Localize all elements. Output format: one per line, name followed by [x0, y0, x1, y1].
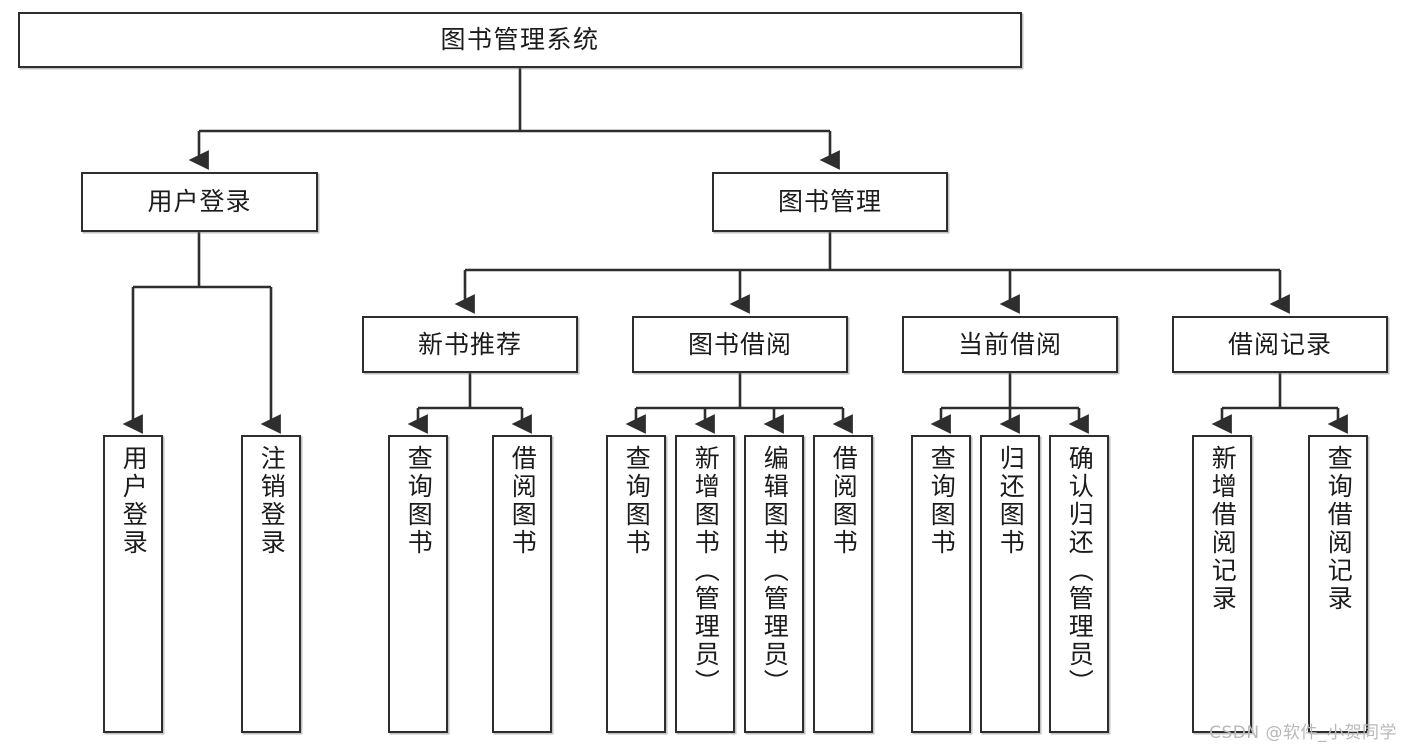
leaf-new-book-borrow-book[interactable]: 借阅图书	[492, 435, 552, 733]
node-label: 新增借阅记录	[1208, 445, 1238, 613]
node-current-borrow[interactable]: 当前借阅	[902, 316, 1118, 373]
leaf-book-borrow-borrow-book[interactable]: 借阅图书	[813, 435, 873, 733]
node-label: 借阅图书	[829, 445, 859, 557]
node-label: 新书推荐	[417, 329, 522, 359]
node-label: 查询图书	[927, 445, 957, 557]
node-label: 查询借阅记录	[1324, 445, 1354, 613]
leaf-book-borrow-query-book[interactable]: 查询图书	[606, 435, 666, 733]
node-root-book-management-system[interactable]: 图书管理系统	[18, 12, 1022, 68]
leaf-book-borrow-add-book-admin[interactable]: 新增图书（管理员）	[675, 435, 735, 733]
node-label: 新增图书（管理员）	[691, 445, 721, 697]
leaf-new-book-query-book[interactable]: 查询图书	[388, 435, 448, 733]
node-label: 图书管理	[777, 187, 882, 217]
node-book-borrow[interactable]: 图书借阅	[632, 316, 848, 373]
node-new-book-recommend[interactable]: 新书推荐	[362, 316, 578, 373]
leaf-user-login-login[interactable]: 用户登录	[103, 435, 163, 733]
leaf-borrow-record-add-record[interactable]: 新增借阅记录	[1192, 435, 1252, 733]
node-label: 借阅记录	[1227, 329, 1332, 359]
leaf-current-borrow-confirm-return-admin[interactable]: 确认归还（管理员）	[1049, 435, 1109, 733]
node-label: 确认归还（管理员）	[1065, 445, 1095, 697]
node-label: 归还图书	[996, 445, 1026, 557]
node-label: 图书借阅	[687, 329, 792, 359]
node-label: 当前借阅	[957, 329, 1062, 359]
node-book-management[interactable]: 图书管理	[712, 172, 948, 232]
node-label: 图书管理系统	[440, 25, 600, 55]
node-label: 用户登录	[119, 445, 149, 557]
node-label: 查询图书	[404, 445, 434, 557]
node-label: 编辑图书（管理员）	[760, 445, 790, 697]
node-label: 用户登录	[147, 187, 252, 217]
node-label: 借阅图书	[508, 445, 538, 557]
leaf-borrow-record-query-record[interactable]: 查询借阅记录	[1308, 435, 1368, 733]
node-label: 查询图书	[622, 445, 652, 557]
node-user-login[interactable]: 用户登录	[81, 172, 318, 232]
node-label: 注销登录	[257, 445, 287, 557]
leaf-book-borrow-edit-book-admin[interactable]: 编辑图书（管理员）	[744, 435, 804, 733]
leaf-current-borrow-return-book[interactable]: 归还图书	[980, 435, 1040, 733]
leaf-user-login-logout[interactable]: 注销登录	[241, 435, 301, 733]
watermark-text: CSDN @软件_小贺同学	[1209, 723, 1397, 743]
node-borrow-record[interactable]: 借阅记录	[1172, 316, 1388, 373]
leaf-current-borrow-query-book[interactable]: 查询图书	[911, 435, 971, 733]
